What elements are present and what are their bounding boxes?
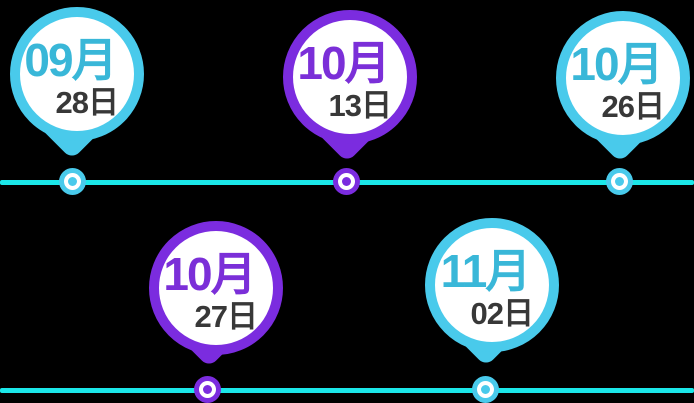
marker-ring (611, 173, 628, 190)
day-label: 28日 (55, 85, 119, 120)
date-bubble: 10月 13日 (283, 10, 417, 144)
date-bubble: 09月 28日 (10, 7, 144, 141)
day-label: 13日 (328, 88, 392, 123)
month-label: 10月 (163, 248, 256, 300)
timeline-line-bottom (0, 388, 694, 393)
marker-dot (615, 177, 624, 186)
timeline-node-marker (606, 168, 633, 195)
month-label: 10月 (297, 37, 390, 89)
marker-dot (342, 177, 351, 186)
marker-dot (203, 385, 212, 394)
date-bubble: 11月 02日 (425, 218, 559, 352)
timeline-node-marker (194, 376, 221, 403)
marker-ring (338, 173, 355, 190)
day-label: 27日 (194, 299, 258, 334)
marker-dot (68, 177, 77, 186)
timeline-node-marker (472, 376, 499, 403)
month-label: 10月 (570, 38, 663, 90)
marker-dot (481, 385, 490, 394)
date-bubble: 10月 27日 (149, 221, 283, 355)
timeline-node-marker (59, 168, 86, 195)
month-label: 09月 (24, 34, 117, 86)
timeline-node-marker (333, 168, 360, 195)
marker-ring (199, 381, 216, 398)
marker-ring (64, 173, 81, 190)
day-label: 26日 (601, 89, 665, 124)
date-bubble: 10月 26日 (556, 11, 690, 145)
day-label: 02日 (470, 296, 534, 331)
marker-ring (477, 381, 494, 398)
month-label: 11月 (440, 245, 532, 297)
